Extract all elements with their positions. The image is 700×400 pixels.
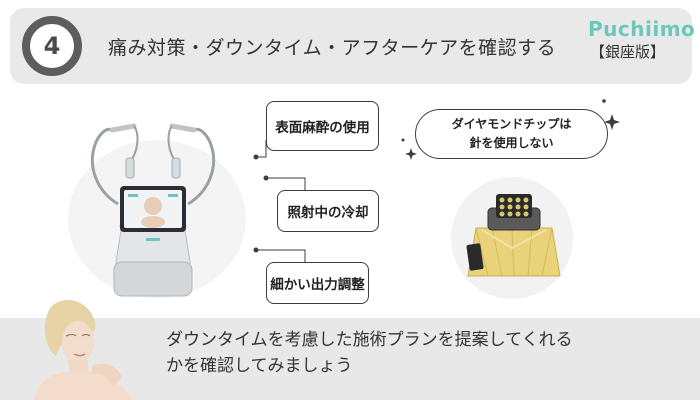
label-output-adjustment: 細かい出力調整 (266, 262, 369, 304)
bubble-line-2: 針を使用しない (469, 136, 554, 150)
label-surface-anesthesia: 表面麻酔の使用 (266, 101, 379, 151)
diamond-tip-illustration (466, 194, 561, 277)
brand-logo: Puchiimo (588, 17, 696, 41)
bottom-message-line-2: かを確認してみましょう (166, 356, 353, 376)
header-bar (10, 8, 692, 84)
step-number-badge: 4 (22, 16, 82, 76)
laser-device-illustration (90, 123, 216, 297)
bottom-message-line-1: ダウンタイムを考慮した施術プランを提案してくれる (166, 330, 573, 350)
bubble-line-1: ダイヤモンドチップは (451, 117, 572, 131)
page-title: 痛み対策・ダウンタイム・アフターケアを確認する (108, 37, 557, 59)
woman-portrait-illustration (34, 299, 132, 400)
bottom-message: ダウンタイムを考慮した施術プランを提案してくれる かを確認してみましょう (166, 327, 686, 379)
label-cooling: 照射中の冷却 (277, 190, 379, 232)
diamond-tip-bubble: ダイヤモンドチップは 針を使用しない (415, 109, 608, 159)
brand-subtitle: 【銀座版】 (590, 43, 666, 61)
